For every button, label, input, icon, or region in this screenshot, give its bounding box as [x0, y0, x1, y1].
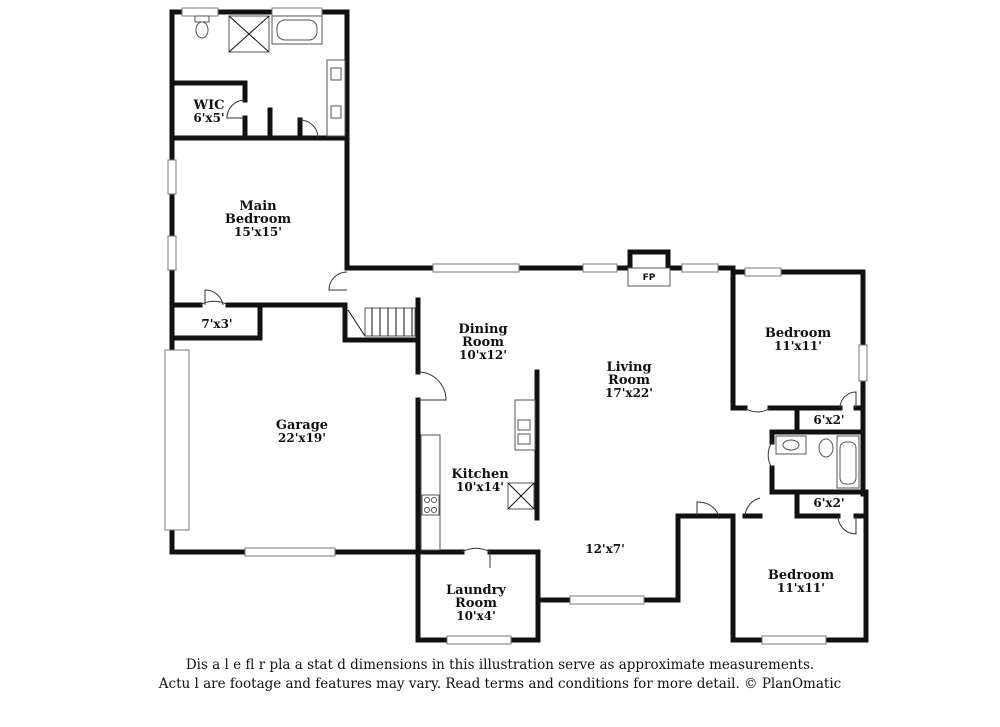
garage-name: Garage: [276, 418, 328, 433]
main-bedroom-dims: 15'x15': [234, 225, 282, 239]
wic-dims: 6'x5': [193, 111, 224, 125]
closet-bottom-dims: 6'x2': [813, 496, 844, 510]
closet-hall-dims: 7'x3': [201, 317, 232, 331]
main-bedroom-name-2: Bedroom: [225, 212, 292, 227]
fixtures: [194, 15, 860, 551]
main-bedroom-name-1: Main: [239, 199, 277, 214]
wic-name: WIC: [192, 98, 224, 113]
kitchen-name: Kitchen: [451, 467, 509, 482]
windows: [164, 7, 868, 645]
bedroom-top-dims: 11'x11': [774, 339, 822, 353]
laundry-room-name-2: Room: [455, 596, 497, 611]
dining-room-name-2: Room: [462, 335, 504, 350]
room-labels: WIC 6'x5' Main Bedroom 15'x15' 7'x3' Gar…: [192, 98, 844, 623]
bedroom-bottom-dims: 11'x11': [777, 581, 825, 595]
disclaimer-line-1: Dis a l e fl r pla a stat d dimensions i…: [185, 657, 815, 673]
kitchen-dims: 10'x14': [456, 480, 504, 494]
disclaimer-line-2: Actu l are footage and features may vary…: [158, 676, 842, 692]
bedroom-bottom-name: Bedroom: [768, 568, 835, 583]
living-room-dims: 17'x22': [605, 386, 653, 400]
exterior-walls: [169, 9, 869, 643]
garage-dims: 22'x19': [278, 431, 326, 445]
dining-room-dims: 10'x12': [459, 348, 507, 362]
closet-top-dims: 6'x2': [813, 413, 844, 427]
living-room-name-1: Living: [606, 360, 651, 375]
living-room-name-2: Room: [608, 373, 650, 388]
disclaimer: Dis a l e fl r pla a stat d dimensions i…: [0, 656, 1000, 694]
dining-room-name-1: Dining: [458, 322, 507, 337]
doors: [199, 99, 857, 568]
fireplace-label: FP: [643, 273, 656, 283]
hall-dims: 12'x7': [585, 542, 625, 556]
interior-walls: [173, 80, 869, 555]
laundry-room-name-1: Laundry: [446, 583, 506, 598]
laundry-room-dims: 10'x4': [456, 609, 496, 623]
bedroom-top-name: Bedroom: [765, 326, 832, 341]
